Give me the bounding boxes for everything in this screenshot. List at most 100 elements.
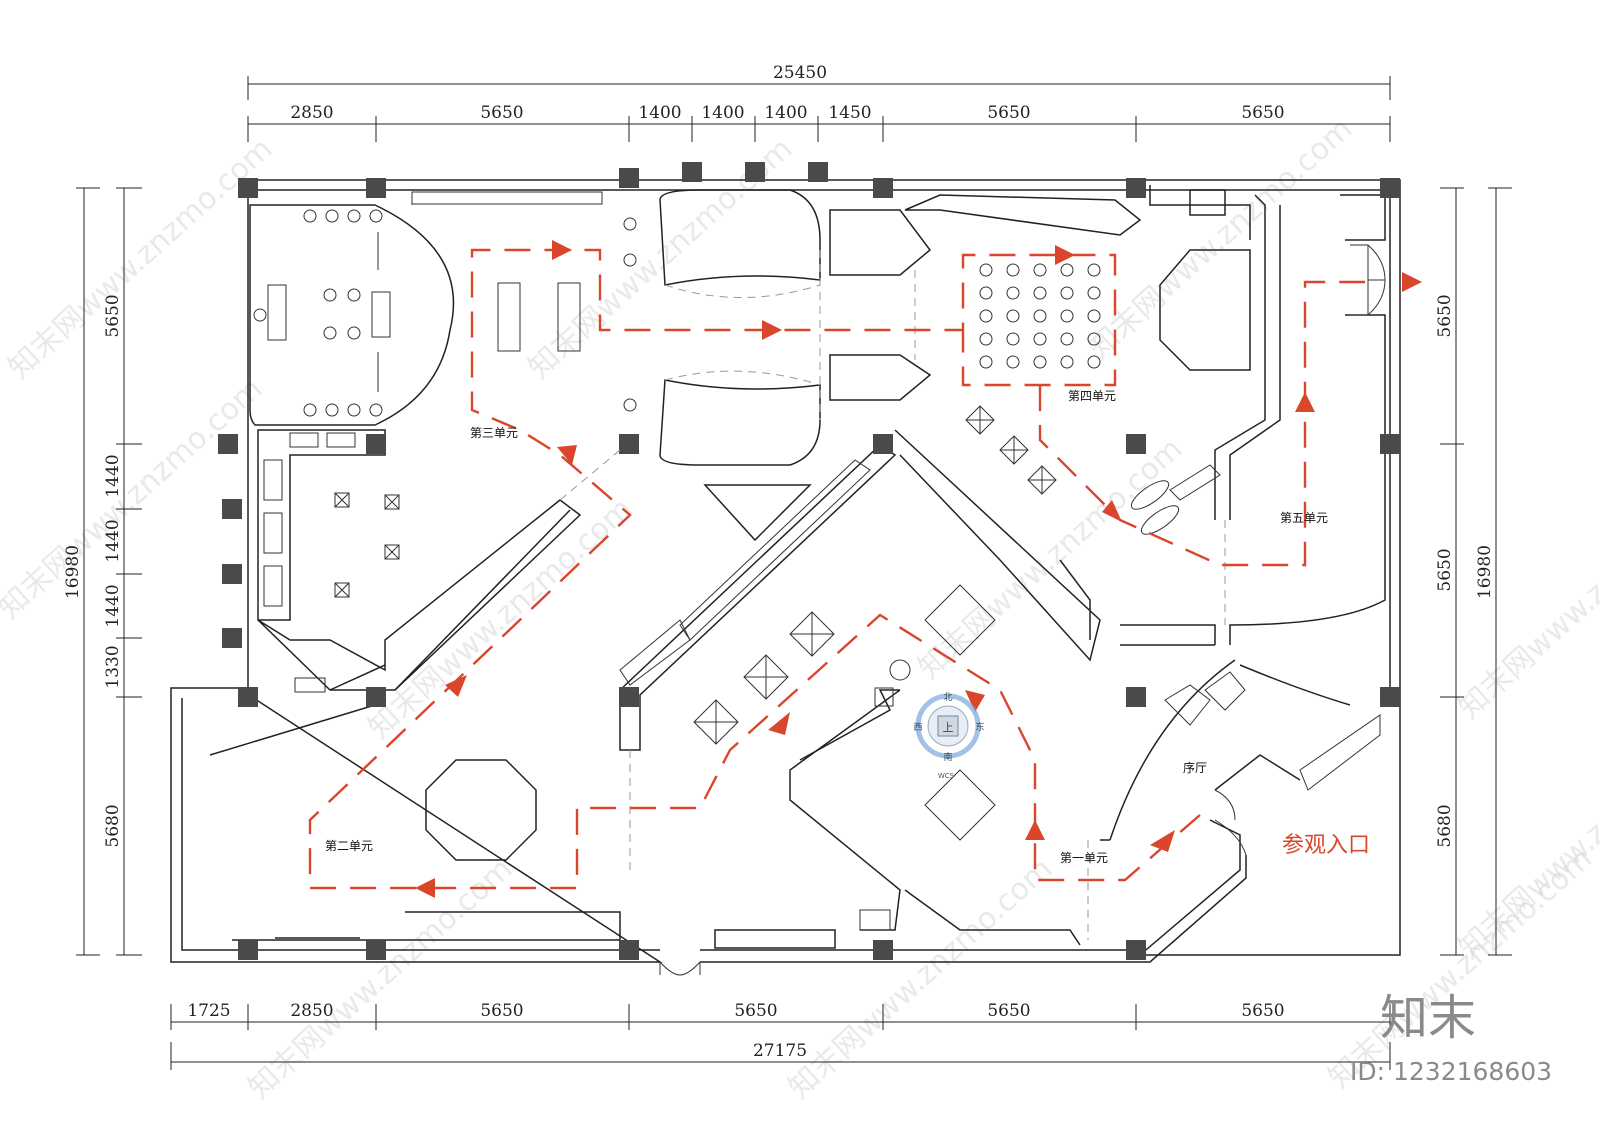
- route-arrow: [1025, 820, 1045, 840]
- dim-bottom-2: 2850: [290, 1001, 333, 1021]
- dim-top-2: 5650: [480, 103, 523, 123]
- seat: [1006, 263, 1020, 277]
- structural-column: [366, 940, 386, 960]
- seat: [1006, 332, 1020, 346]
- structural-column: [1126, 687, 1146, 707]
- structural-column: [1126, 434, 1146, 454]
- dim-left-1: 5650: [103, 294, 123, 337]
- wcs-label: WCS: [938, 772, 955, 780]
- dim-bottom-total: 27175: [753, 1041, 807, 1061]
- seat: [1087, 286, 1101, 300]
- seat: [1006, 286, 1020, 300]
- diamond-fixtures: [693, 405, 1057, 841]
- structural-column: [682, 162, 702, 182]
- route-arrow: [1055, 245, 1075, 265]
- structural-column: [222, 564, 242, 584]
- structural-column: [1380, 434, 1400, 454]
- dim-bottom-4: 5650: [734, 1001, 777, 1021]
- structural-column: [218, 434, 238, 454]
- seat: [1087, 332, 1101, 346]
- structural-column: [808, 162, 828, 182]
- route-arrow: [415, 878, 435, 898]
- structural-column: [619, 168, 639, 188]
- compass-widget[interactable]: 上 北 南 东 西 WCS: [913, 692, 984, 780]
- seat: [1033, 332, 1047, 346]
- structural-column: [619, 940, 639, 960]
- structural-column: [873, 178, 893, 198]
- dim-top-6: 1450: [828, 103, 871, 123]
- watermark: 知末网www.znzmo.com: [782, 851, 1059, 1106]
- seat: [1033, 309, 1047, 323]
- structural-column: [873, 434, 893, 454]
- dim-top-8: 5650: [1241, 103, 1284, 123]
- seat: [1006, 355, 1020, 369]
- dimension-lines: [76, 76, 1512, 1070]
- room-label-unit5: 第五单元: [1280, 511, 1328, 525]
- structural-column: [619, 434, 639, 454]
- structural-column: [1126, 940, 1146, 960]
- furniture: [253, 209, 1381, 841]
- compass-east: 东: [975, 721, 984, 733]
- compass-north: 北: [943, 692, 952, 703]
- structural-column: [238, 940, 258, 960]
- dim-left-3: 1440: [103, 519, 123, 562]
- seat: [979, 309, 993, 323]
- seat: [1060, 332, 1074, 346]
- dim-bottom-6: 5650: [1241, 1001, 1284, 1021]
- compass-west: 西: [913, 722, 922, 733]
- dim-right-2: 5650: [1435, 548, 1455, 591]
- dim-top-1: 2850: [290, 103, 333, 123]
- dim-bottom-3: 5650: [480, 1001, 523, 1021]
- dim-left-2: 1440: [103, 454, 123, 497]
- crossed-box-group: [334, 492, 400, 598]
- route-arrow: [965, 690, 985, 712]
- seat: [1060, 263, 1074, 277]
- route-arrow: [1402, 272, 1422, 292]
- seat: [1033, 355, 1047, 369]
- dim-bottom-5: 5650: [987, 1001, 1030, 1021]
- route-arrow: [1150, 830, 1175, 852]
- route-arrow: [1102, 500, 1122, 522]
- dim-top-3: 1400: [638, 103, 681, 123]
- seat: [1060, 355, 1074, 369]
- seat: [979, 332, 993, 346]
- room-label-unit4: 第四单元: [1068, 389, 1116, 403]
- image-id: ID: 1232168603: [1350, 1057, 1552, 1086]
- seat: [979, 355, 993, 369]
- watermark: 知末网www.znzmo.com: [1082, 111, 1359, 366]
- route-arrow: [768, 712, 790, 735]
- dim-left-6: 5680: [103, 804, 123, 847]
- structural-column: [366, 178, 386, 198]
- dim-top-7: 5650: [987, 103, 1030, 123]
- dim-top-4: 1400: [701, 103, 744, 123]
- watermark: 知末网www.znzmo.com: [912, 431, 1189, 686]
- route-arrow: [762, 320, 782, 340]
- seat: [979, 286, 993, 300]
- dim-right-1: 5650: [1435, 294, 1455, 337]
- watermark: 知末网www.znzmo.com: [2, 131, 279, 386]
- columns: [218, 162, 1400, 960]
- route-arrow: [445, 675, 467, 697]
- seat: [1087, 355, 1101, 369]
- room-label-unit1: 第一单元: [1060, 851, 1108, 865]
- dim-left-5: 1330: [103, 645, 123, 688]
- zone-dividers: [559, 250, 1226, 940]
- seat: [979, 263, 993, 277]
- structural-column: [222, 499, 242, 519]
- structural-column: [366, 687, 386, 707]
- structural-column: [1380, 687, 1400, 707]
- watermark: 知末网www.znzmo.com: [362, 491, 639, 746]
- room-label-lobby: 序厅: [1183, 760, 1207, 775]
- structural-column: [619, 687, 639, 707]
- seat: [1006, 309, 1020, 323]
- compass-center: 上: [943, 721, 954, 734]
- dim-left-total: 16980: [63, 545, 83, 599]
- dim-right-total: 16980: [1475, 545, 1495, 599]
- structural-column: [222, 628, 242, 648]
- route-arrow: [557, 445, 577, 465]
- seat: [1060, 309, 1074, 323]
- brand-logo: 知末: [1380, 990, 1476, 1046]
- watermark: 知末网www.znzmo.com: [0, 371, 269, 626]
- dim-top-total: 25450: [773, 63, 827, 83]
- seat-grid: [979, 263, 1101, 369]
